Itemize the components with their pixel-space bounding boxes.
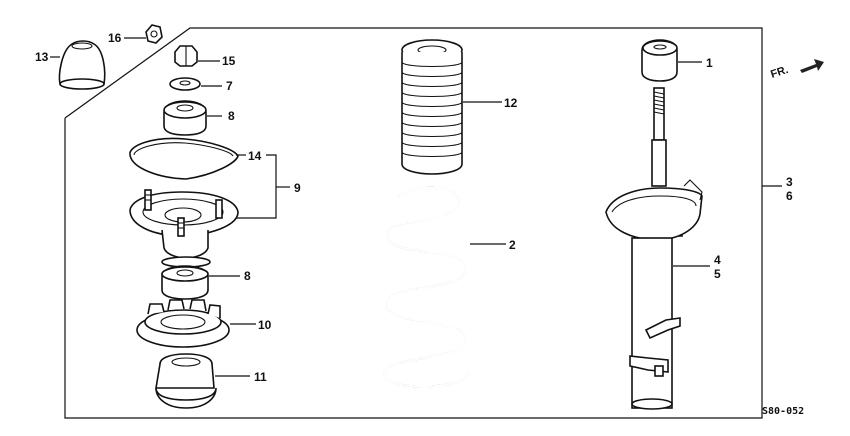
part-2-coil-spring: [382, 186, 506, 388]
callout-2: 2: [509, 238, 516, 252]
part-10-stop-plate: [136, 299, 256, 348]
callout-9: 9: [294, 181, 301, 195]
callout-13: 13: [35, 50, 49, 64]
callout-16: 16: [108, 31, 122, 45]
callout-4: 4: [714, 253, 721, 267]
part-14-gasket: [129, 137, 246, 180]
callout-8-upper: 8: [228, 109, 235, 123]
part-11-bump-stop: [155, 353, 250, 409]
callout-5: 5: [714, 267, 721, 281]
callout-3: 3: [786, 175, 793, 189]
diagram-frame: [64, 27, 763, 419]
part-12-dust-boot: [401, 39, 502, 175]
part-3-strut-assembly: [605, 87, 703, 410]
callout-1: 1: [706, 56, 713, 70]
part-1-strut-bushing: [641, 39, 702, 82]
callout-15: 15: [222, 54, 236, 68]
front-direction-label: FR.: [769, 64, 790, 81]
part-16-nut: [124, 24, 163, 44]
part-8-upper-bushing: [163, 100, 222, 136]
callout-11: 11: [254, 370, 267, 384]
callout-8-lower: 8: [244, 269, 251, 283]
part-15-self-locking-nut: [174, 45, 220, 67]
callout-10: 10: [258, 318, 272, 332]
callout-6: 6: [786, 189, 793, 203]
drawing-code: S80-052: [762, 406, 804, 417]
front-direction-indicator: FR.: [769, 59, 824, 81]
callout-12: 12: [504, 96, 518, 110]
callout-7: 7: [226, 79, 233, 93]
part-13-dust-cap: [50, 40, 106, 90]
part-8-lower-bushing: [161, 265, 240, 300]
callout-14: 14: [248, 149, 262, 163]
part-7-washer: [169, 77, 222, 91]
part-9-upper-mount-base: [129, 189, 239, 268]
front-arrow-icon: [800, 59, 824, 73]
